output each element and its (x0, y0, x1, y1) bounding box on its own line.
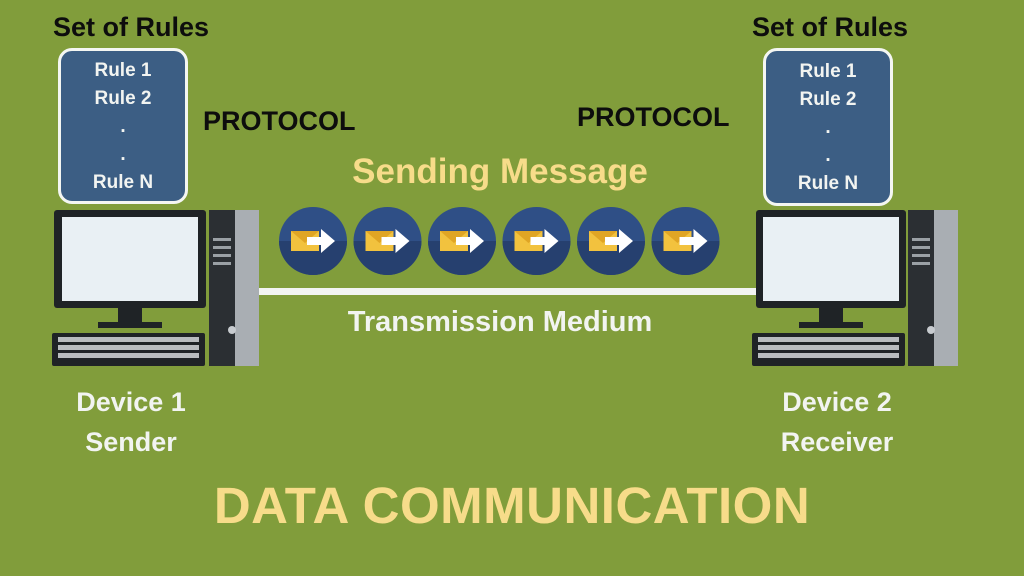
left-protocol-label: PROTOCOL (203, 106, 356, 136)
device1-monitor-neck (118, 308, 142, 323)
left-rule-item: Rule 2 (94, 88, 152, 109)
device1-monitor-screen (62, 217, 198, 301)
right-rule-item: Rule N (797, 173, 859, 194)
device1-keyboard-keys (58, 337, 199, 358)
left-rule-item: . (120, 116, 126, 137)
left-rule-item: Rule 1 (94, 60, 152, 81)
device2-keyboard-keys (758, 337, 899, 358)
message-icon (279, 207, 347, 275)
device1-label: Device 1 Sender (36, 382, 226, 462)
device1-power-button (228, 326, 236, 334)
right-protocol-label: PROTOCOL (577, 102, 730, 132)
message-icon (502, 207, 571, 275)
left-rules-box: Rule 1 Rule 2 . . Rule N (58, 48, 188, 204)
device2-power-button (927, 326, 935, 334)
diagram-title: DATA COMMUNICATION (213, 477, 811, 534)
right-rule-item: Rule 2 (799, 89, 857, 110)
device1-monitor-base (98, 322, 162, 328)
device1-role: Sender (85, 427, 177, 457)
right-rule-item: Rule 1 (799, 61, 857, 82)
device1-tower-front (209, 210, 235, 366)
device1-name: Device 1 (76, 387, 186, 417)
message-icons (279, 207, 720, 276)
transmission-medium-label: Transmission Medium (347, 306, 653, 338)
device1-tower-vents (213, 238, 231, 265)
device2-computer (752, 210, 958, 366)
message-icon (353, 207, 422, 276)
transmission-medium-line (255, 288, 765, 295)
left-rule-item: . (120, 144, 126, 165)
left-rules-title: Set of Rules (52, 12, 210, 42)
device1-computer (52, 210, 259, 366)
right-rule-item: . (825, 117, 831, 138)
device2-monitor-neck (819, 308, 843, 323)
message-icon (577, 207, 645, 275)
left-rule-item: Rule N (92, 172, 154, 193)
device2-tower-vents (912, 238, 930, 265)
device2-role: Receiver (780, 427, 894, 457)
right-rules-title: Set of Rules (751, 12, 909, 42)
device2-tower-front (908, 210, 934, 366)
device2-name: Device 2 (782, 387, 892, 417)
sending-message-label: Sending Message (352, 152, 648, 191)
device2-label: Device 2 Receiver (742, 382, 932, 462)
device2-monitor-base (799, 322, 863, 328)
device2-monitor-screen (763, 217, 899, 301)
right-rule-item: . (825, 145, 831, 166)
message-icon (428, 207, 496, 275)
message-icon (651, 207, 720, 276)
right-rules-box: Rule 1 Rule 2 . . Rule N (763, 48, 893, 206)
